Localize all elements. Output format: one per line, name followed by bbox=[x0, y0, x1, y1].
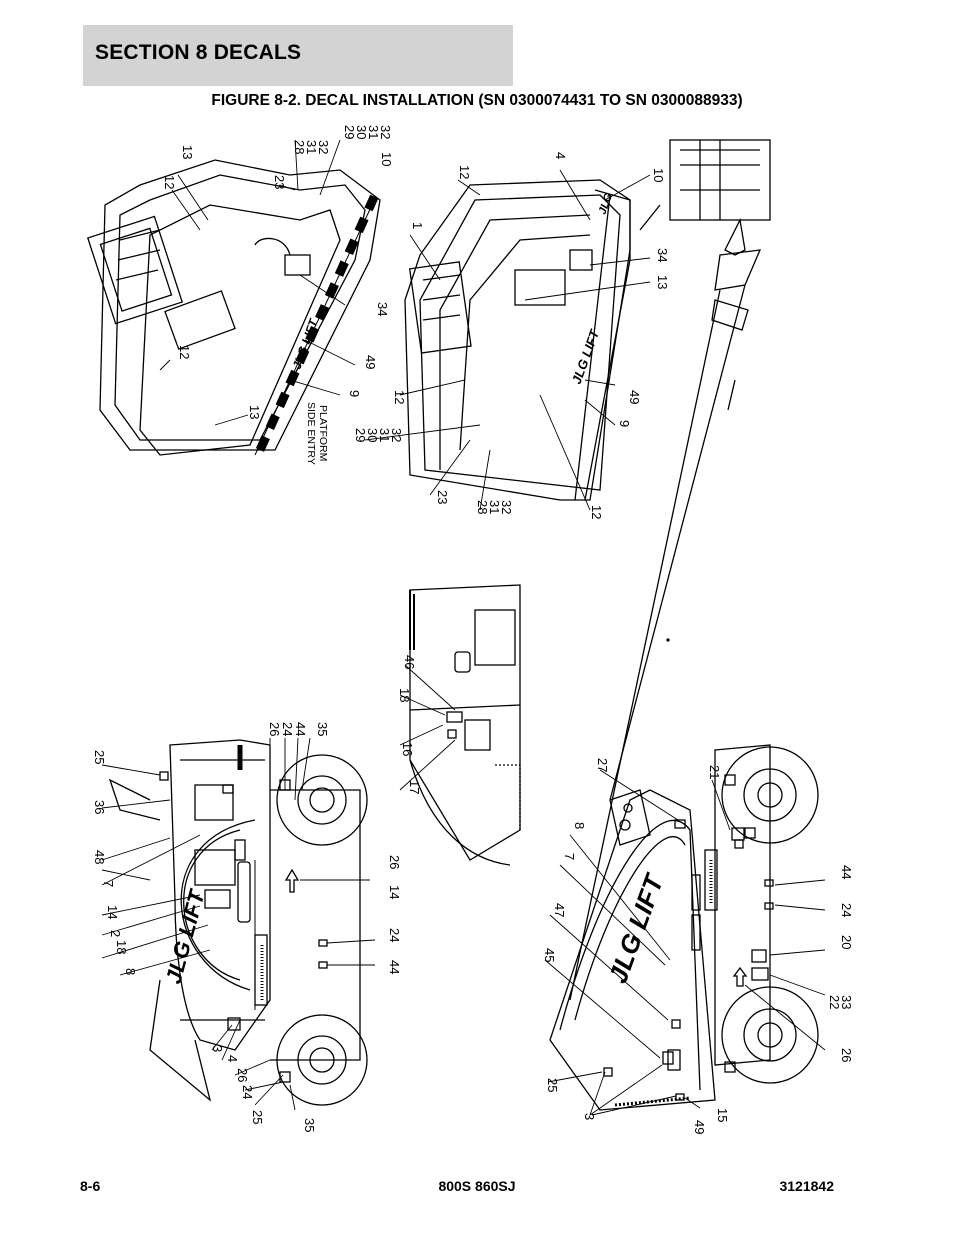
svg-text:18: 18 bbox=[397, 688, 412, 702]
svg-text:2: 2 bbox=[108, 930, 123, 937]
svg-text:32: 32 bbox=[499, 500, 514, 514]
svg-text:25: 25 bbox=[92, 750, 107, 764]
svg-text:8: 8 bbox=[123, 968, 138, 975]
front-entry-platform-view: JLG LIFT JLG bbox=[404, 139, 771, 501]
svg-text:25: 25 bbox=[545, 1078, 560, 1092]
svg-text:18: 18 bbox=[114, 940, 129, 954]
side-entry-platform-view: JLG LIFT bbox=[86, 159, 381, 456]
svg-text:24: 24 bbox=[280, 722, 295, 736]
svg-text:26: 26 bbox=[267, 722, 282, 736]
svg-text:34: 34 bbox=[375, 302, 390, 316]
svg-text:14: 14 bbox=[387, 885, 402, 899]
svg-text:36: 36 bbox=[92, 800, 107, 814]
figure-title: FIGURE 8-2. DECAL INSTALLATION (SN 03000… bbox=[211, 92, 743, 109]
svg-text:49: 49 bbox=[692, 1120, 707, 1134]
svg-text:10: 10 bbox=[651, 168, 666, 182]
svg-text:34: 34 bbox=[655, 248, 670, 262]
svg-text:24: 24 bbox=[240, 1085, 255, 1099]
section-banner: SECTION 8 DECALS bbox=[83, 25, 513, 86]
svg-text:32: 32 bbox=[316, 140, 331, 154]
svg-text:26: 26 bbox=[387, 855, 402, 869]
svg-text:24: 24 bbox=[839, 903, 854, 917]
svg-text:32: 32 bbox=[378, 125, 393, 139]
svg-text:13: 13 bbox=[247, 405, 262, 419]
svg-text:1: 1 bbox=[410, 222, 425, 229]
svg-text:24: 24 bbox=[387, 928, 402, 942]
svg-text:31: 31 bbox=[377, 428, 392, 442]
svg-text:13: 13 bbox=[180, 145, 195, 159]
svg-text:14: 14 bbox=[105, 905, 120, 919]
boom-view bbox=[569, 284, 749, 1001]
svg-text:27: 27 bbox=[595, 758, 610, 772]
svg-text:21: 21 bbox=[707, 765, 722, 779]
svg-text:3: 3 bbox=[210, 1045, 225, 1052]
svg-text:9: 9 bbox=[347, 390, 362, 397]
svg-text:44: 44 bbox=[387, 960, 402, 974]
callout-numbers: 28 31 32 29 30 31 32 10 23 13 12 12 34 4… bbox=[92, 125, 854, 1134]
svg-text:28: 28 bbox=[475, 500, 490, 514]
svg-text:23: 23 bbox=[435, 490, 450, 504]
svg-text:29: 29 bbox=[353, 428, 368, 442]
svg-text:3: 3 bbox=[582, 1113, 597, 1120]
svg-text:15: 15 bbox=[715, 1108, 730, 1122]
turntable-view bbox=[409, 584, 521, 866]
svg-text:12: 12 bbox=[457, 165, 472, 179]
svg-text:13: 13 bbox=[655, 275, 670, 289]
section-title: SECTION 8 DECALS bbox=[95, 41, 302, 64]
page-number: 8-6 bbox=[80, 1178, 101, 1194]
svg-text:31: 31 bbox=[487, 500, 502, 514]
svg-text:33: 33 bbox=[839, 995, 854, 1009]
side-entry-label-line1: SIDE ENTRY bbox=[305, 402, 317, 465]
svg-text:4: 4 bbox=[225, 1055, 240, 1062]
svg-text:44: 44 bbox=[839, 865, 854, 879]
svg-text:47: 47 bbox=[552, 903, 567, 917]
leader-lines bbox=[101, 139, 826, 1116]
svg-text:4: 4 bbox=[553, 152, 568, 159]
svg-text:30: 30 bbox=[354, 125, 369, 139]
svg-text:16: 16 bbox=[400, 742, 415, 756]
svg-text:32: 32 bbox=[389, 428, 404, 442]
svg-text:45: 45 bbox=[542, 948, 557, 962]
svg-text:JLG LIFT: JLG LIFT bbox=[569, 327, 603, 386]
svg-text:31: 31 bbox=[366, 125, 381, 139]
svg-text:23: 23 bbox=[272, 175, 287, 189]
svg-text:20: 20 bbox=[839, 935, 854, 949]
side-entry-label-line2: PLATFORM bbox=[317, 405, 329, 461]
svg-text:46: 46 bbox=[402, 655, 417, 669]
svg-text:12: 12 bbox=[162, 175, 177, 189]
svg-text:30: 30 bbox=[365, 428, 380, 442]
svg-text:12: 12 bbox=[392, 390, 407, 404]
svg-text:44: 44 bbox=[293, 722, 308, 736]
svg-text:22: 22 bbox=[827, 995, 842, 1009]
svg-text:31: 31 bbox=[304, 140, 319, 154]
svg-text:9: 9 bbox=[617, 420, 632, 427]
svg-text:35: 35 bbox=[302, 1118, 317, 1132]
svg-text:48: 48 bbox=[92, 850, 107, 864]
svg-text:17: 17 bbox=[407, 780, 422, 794]
svg-text:26: 26 bbox=[235, 1068, 250, 1082]
chassis-side-view: JLG LIFT bbox=[108, 739, 368, 1106]
svg-text:7: 7 bbox=[562, 853, 577, 860]
model-number: 800S 860SJ bbox=[438, 1178, 516, 1194]
svg-text:25: 25 bbox=[250, 1110, 265, 1124]
svg-text:8: 8 bbox=[572, 822, 587, 829]
svg-text:10: 10 bbox=[379, 152, 394, 166]
svg-text:35: 35 bbox=[315, 722, 330, 736]
svg-text:12: 12 bbox=[589, 505, 604, 519]
part-number: 3121842 bbox=[779, 1178, 834, 1194]
svg-text:49: 49 bbox=[363, 355, 378, 369]
svg-text:12: 12 bbox=[177, 345, 192, 359]
svg-text:28: 28 bbox=[292, 140, 307, 154]
svg-text:26: 26 bbox=[839, 1048, 854, 1062]
svg-text:29: 29 bbox=[342, 125, 357, 139]
machine-side-view: JLG LIFT bbox=[549, 744, 819, 1111]
svg-text:7: 7 bbox=[101, 880, 116, 887]
svg-text:49: 49 bbox=[627, 390, 642, 404]
